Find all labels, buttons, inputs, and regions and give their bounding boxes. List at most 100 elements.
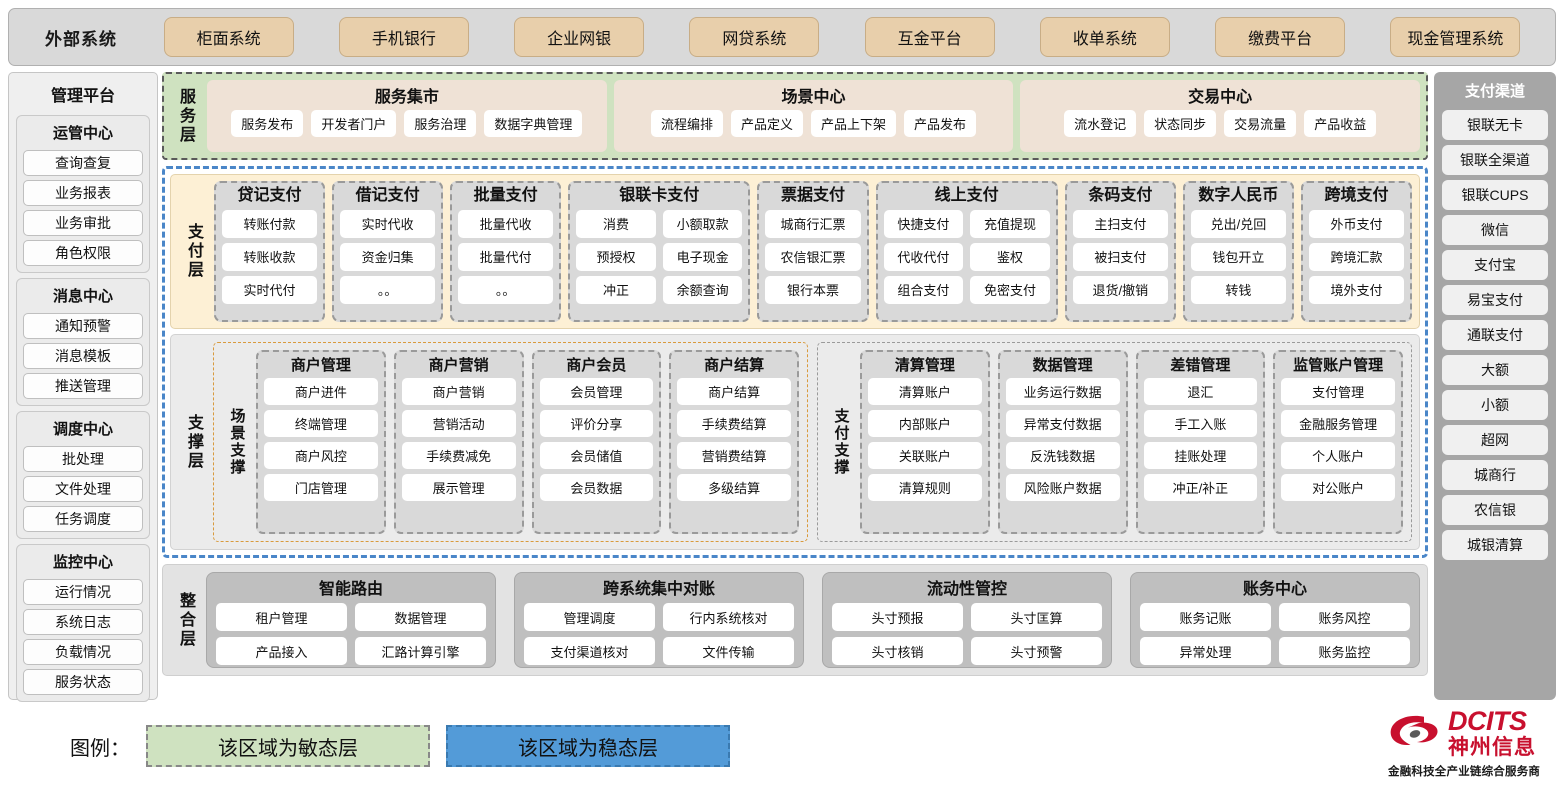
mgmt-item[interactable]: 服务状态: [23, 669, 143, 695]
payment-item[interactable]: 银行本票: [765, 275, 861, 304]
integration-item[interactable]: 头寸预警: [971, 637, 1102, 665]
payment-item[interactable]: 资金归集: [340, 242, 436, 271]
integration-item[interactable]: 管理调度: [524, 603, 655, 631]
payment-item[interactable]: 冲正: [576, 275, 656, 304]
integration-item[interactable]: 行内系统核对: [663, 603, 794, 631]
external-system-item[interactable]: 收单系统: [1039, 17, 1170, 57]
external-system-item[interactable]: 柜面系统: [163, 17, 294, 57]
payment-item[interactable]: 。。: [340, 275, 436, 304]
payment-item[interactable]: 预授权: [576, 242, 656, 271]
external-system-item[interactable]: 互金平台: [864, 17, 995, 57]
channel-item[interactable]: 超网: [1442, 425, 1548, 455]
payment-item[interactable]: 批量代付: [458, 242, 554, 271]
payment-item[interactable]: 实时代收: [340, 209, 436, 238]
integration-item[interactable]: 数据管理: [355, 603, 486, 631]
support-item[interactable]: 终端管理: [264, 410, 378, 437]
service-item[interactable]: 流程编排: [650, 110, 723, 137]
payment-item[interactable]: 主扫支付: [1072, 209, 1168, 238]
support-item[interactable]: 商户风控: [264, 442, 378, 469]
channel-item[interactable]: 银联CUPS: [1442, 180, 1548, 210]
payment-item[interactable]: 代收代付: [883, 242, 964, 271]
support-item[interactable]: 会员管理: [539, 378, 654, 405]
payment-item[interactable]: 兑出/兑回: [1190, 209, 1286, 238]
service-item[interactable]: 状态同步: [1144, 110, 1217, 137]
service-item[interactable]: 产品上下架: [811, 110, 897, 137]
channel-item[interactable]: 小额: [1442, 390, 1548, 420]
payment-item[interactable]: 境外支付: [1308, 275, 1404, 304]
service-item[interactable]: 服务发布: [231, 110, 304, 137]
support-item[interactable]: 清算账户: [868, 378, 982, 405]
service-item[interactable]: 交易流量: [1224, 110, 1297, 137]
channel-item[interactable]: 银联无卡: [1442, 110, 1548, 140]
support-item[interactable]: 挂账处理: [1143, 442, 1258, 469]
support-item[interactable]: 内部账户: [868, 410, 982, 437]
support-item[interactable]: 多级结算: [677, 474, 791, 501]
payment-item[interactable]: 退货/撤销: [1072, 275, 1168, 304]
mgmt-item[interactable]: 批处理: [23, 446, 143, 472]
support-item[interactable]: 商户进件: [264, 378, 378, 405]
mgmt-item[interactable]: 消息模板: [23, 343, 143, 369]
mgmt-item[interactable]: 业务审批: [23, 210, 143, 236]
integration-item[interactable]: 租户管理: [216, 603, 347, 631]
channel-item[interactable]: 微信: [1442, 215, 1548, 245]
support-item[interactable]: 营销活动: [401, 410, 516, 437]
payment-item[interactable]: 。。: [458, 275, 554, 304]
external-system-item[interactable]: 缴费平台: [1215, 17, 1346, 57]
mgmt-item[interactable]: 业务报表: [23, 180, 143, 206]
channel-item[interactable]: 城商行: [1442, 460, 1548, 490]
payment-item[interactable]: 快捷支付: [883, 209, 964, 238]
payment-item[interactable]: 跨境汇款: [1308, 242, 1404, 271]
payment-item[interactable]: 实时代付: [222, 275, 318, 304]
mgmt-item[interactable]: 运行情况: [23, 579, 143, 605]
integration-item[interactable]: 账务监控: [1279, 637, 1410, 665]
support-item[interactable]: 手续费结算: [677, 410, 791, 437]
support-item[interactable]: 对公账户: [1281, 474, 1395, 501]
support-item[interactable]: 支付管理: [1281, 378, 1395, 405]
integration-item[interactable]: 异常处理: [1140, 637, 1271, 665]
integration-item[interactable]: 账务记账: [1140, 603, 1271, 631]
channel-item[interactable]: 农信银: [1442, 495, 1548, 525]
support-item[interactable]: 反洗钱数据: [1005, 442, 1120, 469]
support-item[interactable]: 手续费减免: [401, 442, 516, 469]
channel-item[interactable]: 大额: [1442, 355, 1548, 385]
payment-item[interactable]: 免密支付: [970, 275, 1050, 304]
mgmt-item[interactable]: 文件处理: [23, 476, 143, 502]
integration-item[interactable]: 支付渠道核对: [524, 637, 655, 665]
mgmt-item[interactable]: 负载情况: [23, 639, 143, 665]
channel-item[interactable]: 通联支付: [1442, 320, 1548, 350]
support-item[interactable]: 商户结算: [677, 378, 791, 405]
channel-item[interactable]: 易宝支付: [1442, 285, 1548, 315]
support-item[interactable]: 退汇: [1143, 378, 1258, 405]
integration-item[interactable]: 头寸预报: [832, 603, 963, 631]
integration-item[interactable]: 账务风控: [1279, 603, 1410, 631]
payment-item[interactable]: 被扫支付: [1072, 242, 1168, 271]
payment-item[interactable]: 农信银汇票: [765, 242, 861, 271]
payment-item[interactable]: 鉴权: [970, 242, 1050, 271]
external-system-item[interactable]: 企业网银: [514, 17, 645, 57]
mgmt-item[interactable]: 通知预警: [23, 313, 143, 339]
payment-item[interactable]: 批量代收: [458, 209, 554, 238]
support-item[interactable]: 金融服务管理: [1281, 410, 1395, 437]
support-item[interactable]: 展示管理: [401, 474, 516, 501]
support-item[interactable]: 手工入账: [1143, 410, 1258, 437]
mgmt-item[interactable]: 推送管理: [23, 373, 143, 399]
support-item[interactable]: 关联账户: [868, 442, 982, 469]
payment-item[interactable]: 钱包开立: [1190, 242, 1286, 271]
service-item[interactable]: 服务治理: [404, 110, 477, 137]
external-system-item[interactable]: 手机银行: [338, 17, 469, 57]
channel-item[interactable]: 支付宝: [1442, 250, 1548, 280]
payment-item[interactable]: 消费: [576, 209, 656, 238]
support-item[interactable]: 门店管理: [264, 474, 378, 501]
payment-item[interactable]: 转账付款: [222, 209, 318, 238]
support-item[interactable]: 会员数据: [539, 474, 654, 501]
service-item[interactable]: 开发者门户: [311, 110, 397, 137]
service-item[interactable]: 产品定义: [730, 110, 803, 137]
channel-item[interactable]: 银联全渠道: [1442, 145, 1548, 175]
payment-item[interactable]: 组合支付: [883, 275, 964, 304]
support-item[interactable]: 会员储值: [539, 442, 654, 469]
support-item[interactable]: 冲正/补正: [1143, 474, 1258, 501]
payment-item[interactable]: 电子现金: [662, 242, 743, 271]
external-system-item[interactable]: 网贷系统: [689, 17, 820, 57]
external-system-item[interactable]: 现金管理系统: [1390, 17, 1521, 57]
support-item[interactable]: 评价分享: [539, 410, 654, 437]
